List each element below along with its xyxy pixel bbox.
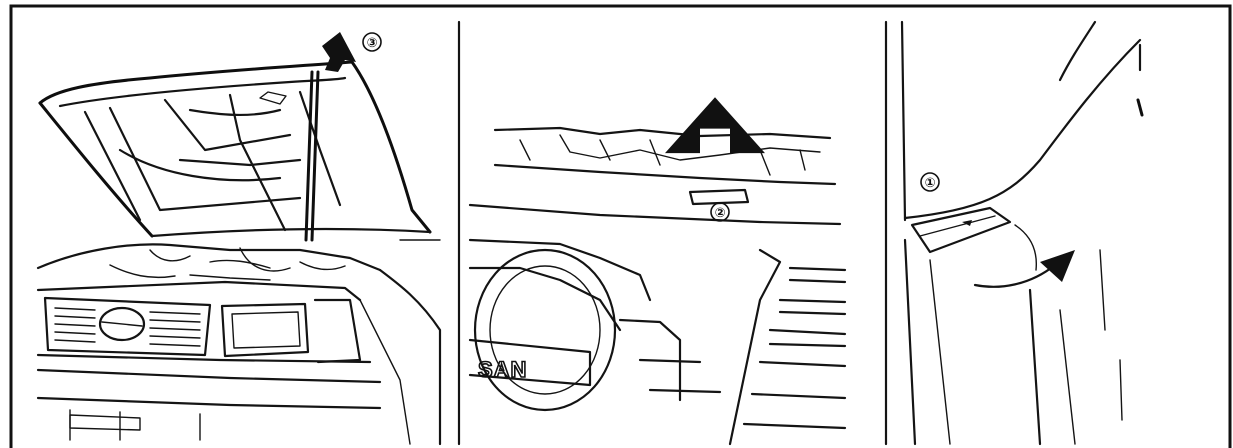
step-3-label: ③: [366, 36, 377, 51]
step-1-label: ①: [924, 176, 935, 191]
step-2-label: ②: [714, 206, 725, 221]
emblem-text: SAN: [478, 357, 527, 382]
